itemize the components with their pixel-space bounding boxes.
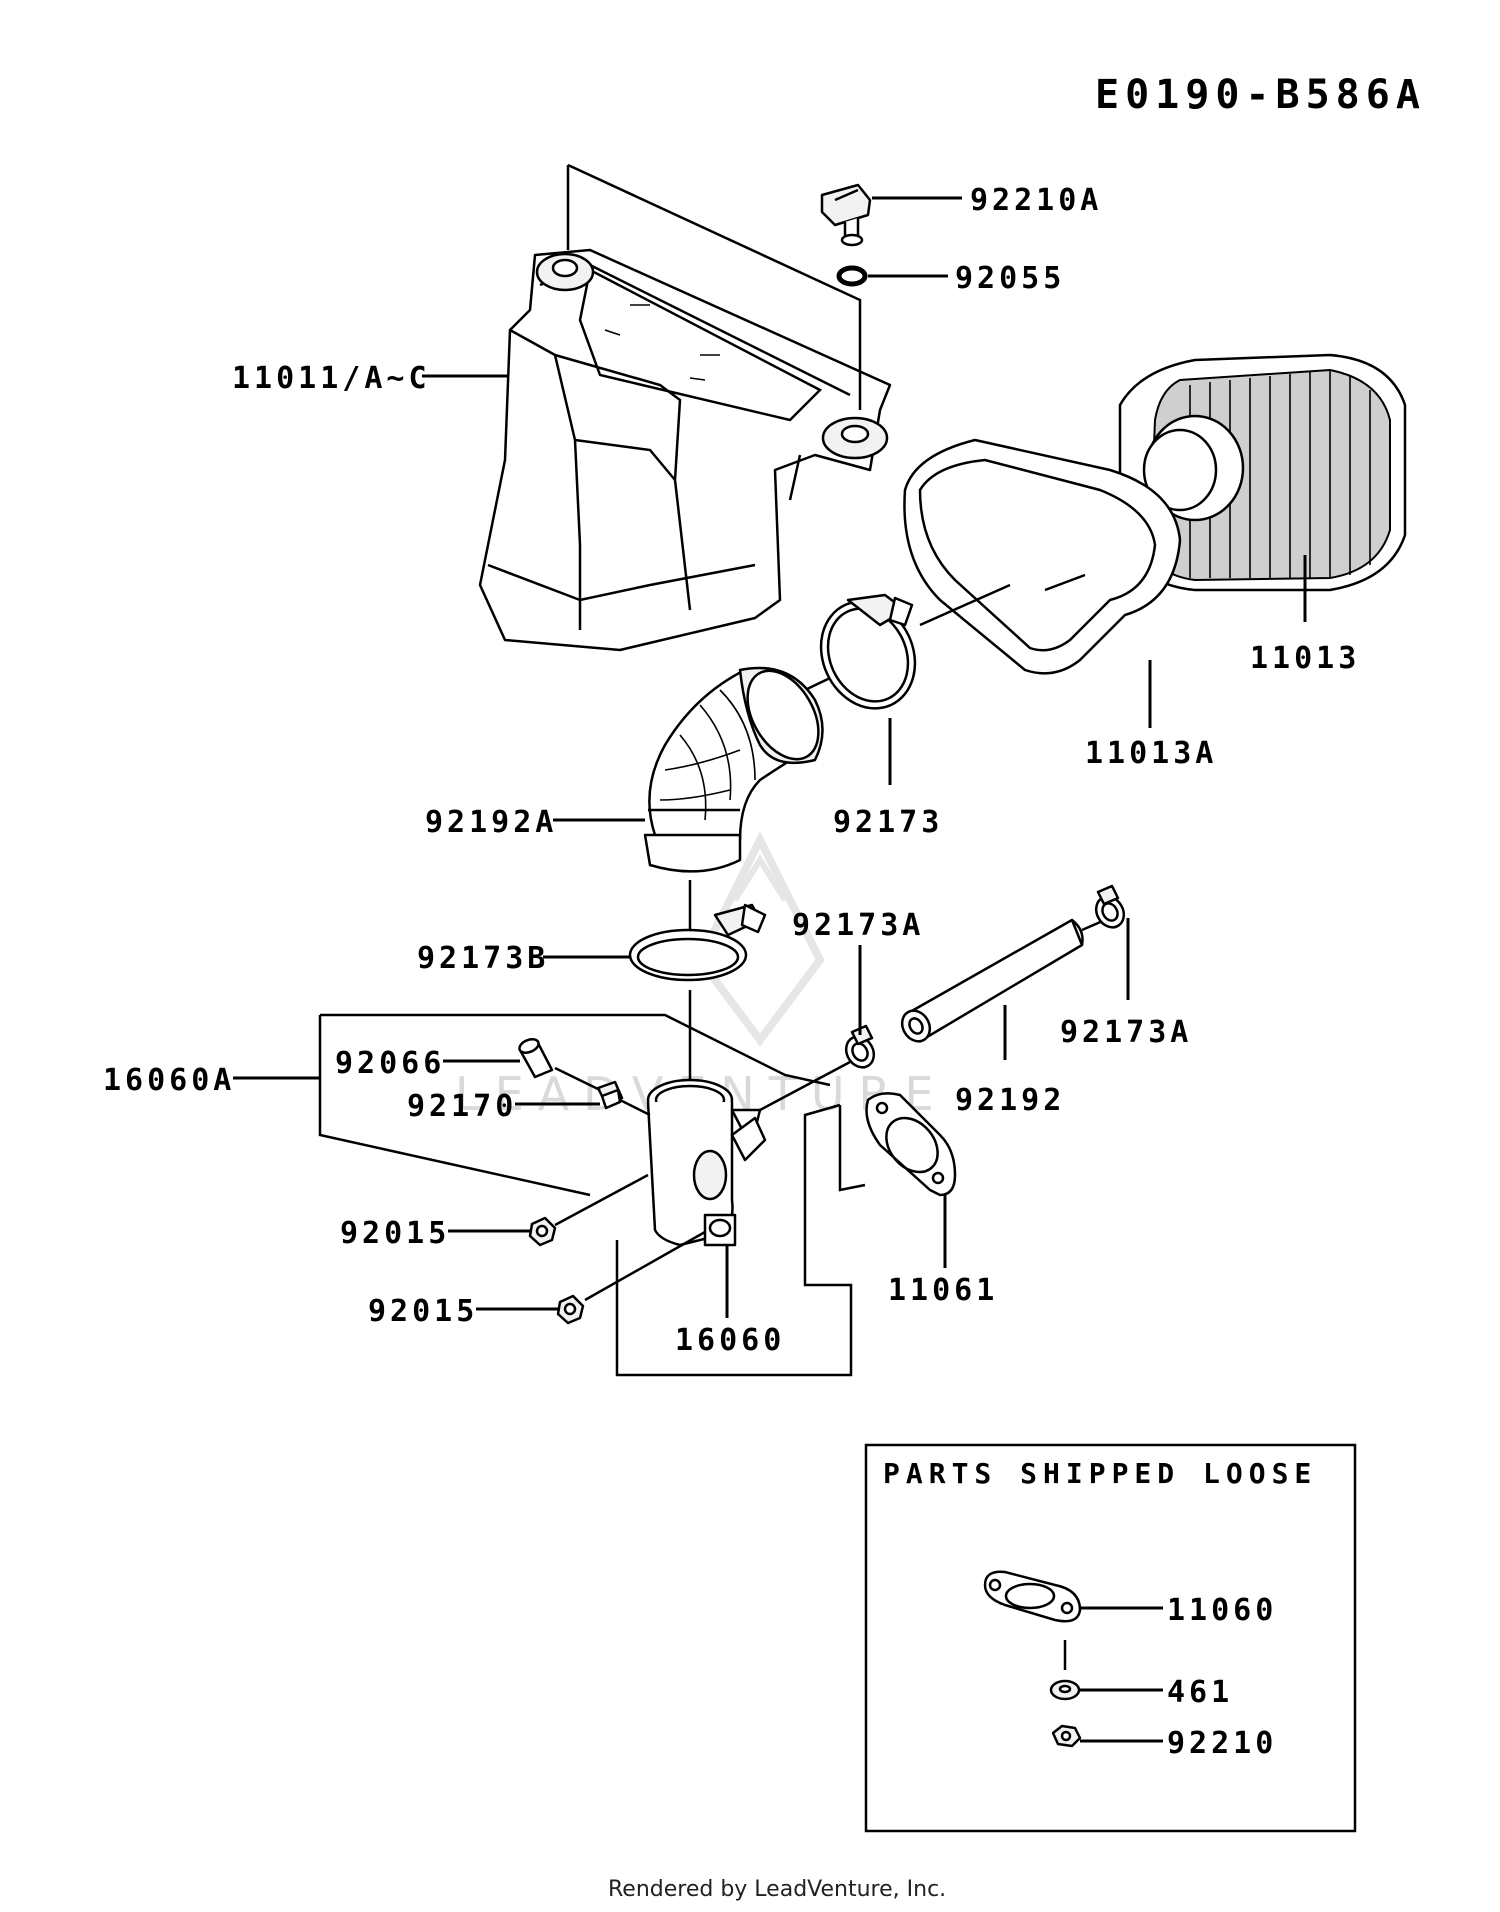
assembly-line [804, 676, 831, 692]
label-92015-upper: 92015 [340, 1216, 450, 1251]
label-92173B: 92173B [417, 941, 549, 976]
label-92192: 92192 [955, 1083, 1065, 1118]
diagram-code: E0190-B586A [1095, 72, 1426, 118]
label-92173A-left: 92173A [792, 908, 924, 943]
assembly-line [566, 163, 862, 410]
pin-part[interactable] [517, 1037, 554, 1079]
leader-lines [233, 196, 1307, 1743]
label-92210: 92210 [1167, 1726, 1277, 1761]
washer-part[interactable] [836, 265, 868, 287]
loose-gasket-part[interactable] [983, 1570, 1082, 1623]
small-clamp-upper-part[interactable] [1091, 884, 1130, 932]
parts-shipped-loose-box [864, 1443, 1357, 1833]
assembly-line [318, 1015, 591, 1197]
label-11013: 11013 [1250, 641, 1360, 676]
assembly-line [320, 1013, 831, 1087]
label-11060: 11060 [1167, 1593, 1277, 1628]
clip-part[interactable] [596, 1080, 624, 1110]
label-92066: 92066 [335, 1046, 445, 1081]
nut-lower-part[interactable] [556, 1294, 585, 1325]
footer-credit: Rendered by LeadVenture, Inc. [608, 1877, 946, 1902]
assembly-line [615, 1103, 853, 1377]
parts-shipped-loose-title: PARTS SHIPPED LOOSE [883, 1457, 1317, 1490]
label-92210A: 92210A [970, 183, 1102, 218]
hose-clamp-part[interactable] [804, 586, 932, 724]
straight-hose-part[interactable] [897, 918, 1084, 1046]
nut-upper-part[interactable] [528, 1216, 557, 1247]
label-16060A: 16060A [103, 1063, 235, 1098]
label-92173: 92173 [833, 805, 943, 840]
label-92173A-right: 92173A [1060, 1015, 1192, 1050]
loose-washer-part[interactable] [1049, 1679, 1081, 1701]
assembly-line [919, 583, 1011, 627]
label-11061: 11061 [888, 1273, 998, 1308]
label-16060: 16060 [675, 1323, 785, 1358]
label-92055: 92055 [955, 261, 1065, 296]
elbow-hose-part[interactable] [643, 658, 833, 873]
assembly-line [759, 1060, 851, 1112]
loose-nut-part[interactable] [1051, 1724, 1082, 1748]
label-461: 461 [1167, 1675, 1233, 1710]
label-11011: 11011/A~C [232, 361, 431, 396]
air-filter-element-part[interactable] [1118, 353, 1407, 592]
hose-clamp-b-part[interactable] [628, 903, 767, 982]
label-92015-lower: 92015 [368, 1294, 478, 1329]
wing-bolt-part[interactable] [820, 183, 872, 247]
pre-cleaner-part[interactable] [903, 438, 1182, 675]
label-92170: 92170 [407, 1089, 517, 1124]
gasket-part[interactable] [865, 1092, 957, 1197]
label-92192A: 92192A [425, 805, 557, 840]
assembly-line [554, 1173, 706, 1302]
label-11013A: 11013A [1085, 736, 1217, 771]
joint-pipe-part[interactable] [646, 1078, 767, 1247]
air-cleaner-base-part[interactable] [478, 248, 892, 652]
assembly-line [554, 1066, 651, 1117]
assembly-line [838, 1105, 866, 1192]
